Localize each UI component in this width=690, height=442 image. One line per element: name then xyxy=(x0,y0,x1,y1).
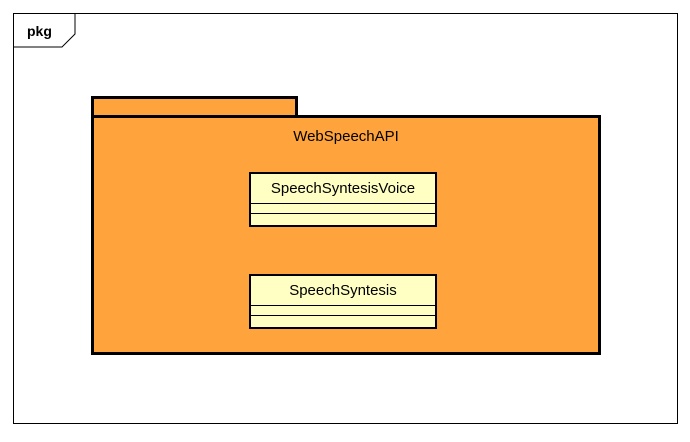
class-speechsyntesisvoice[interactable]: SpeechSyntesisVoice xyxy=(249,172,437,227)
class-attributes-compartment xyxy=(251,306,435,316)
class-operations-compartment xyxy=(251,214,435,225)
class-name: SpeechSyntesisVoice xyxy=(251,174,435,204)
class-attributes-compartment xyxy=(251,204,435,214)
package-tab[interactable] xyxy=(91,96,298,118)
class-operations-compartment xyxy=(251,316,435,327)
class-speechsyntesis[interactable]: SpeechSyntesis xyxy=(249,274,437,329)
frame-label: pkg xyxy=(27,23,52,39)
package-name: WebSpeechAPI xyxy=(293,128,399,145)
class-name: SpeechSyntesis xyxy=(251,276,435,306)
frame-label-tab xyxy=(14,14,76,48)
